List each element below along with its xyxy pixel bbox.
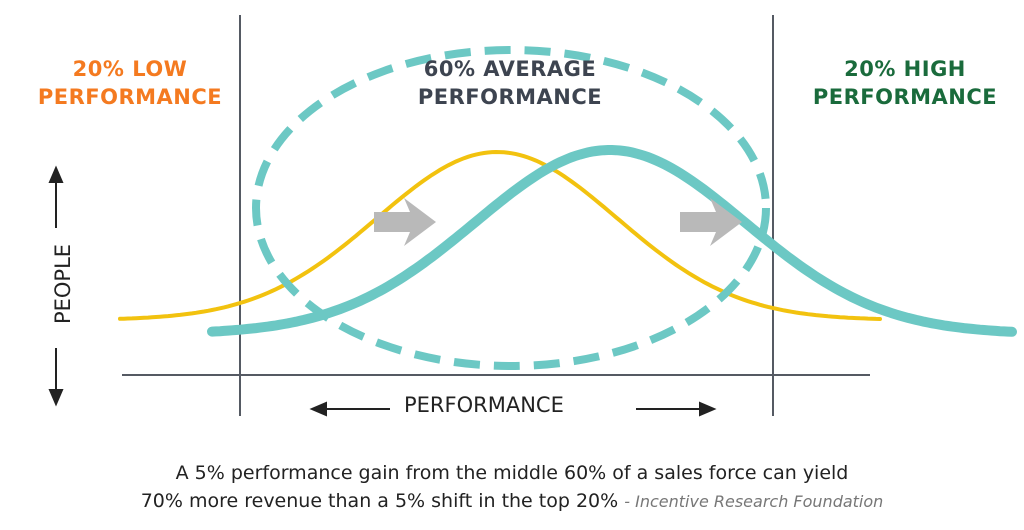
high-label-line2: PERFORMANCE	[812, 85, 998, 109]
low-label-line2: PERFORMANCE	[37, 85, 223, 109]
average-label-line2: PERFORMANCE	[417, 85, 603, 109]
current-distribution-curve	[118, 149, 882, 321]
people-axis-arrow-icon	[48, 165, 64, 407]
average-label-line1: 60% AVERAGE	[423, 57, 597, 81]
middle-60-ellipse	[252, 46, 770, 370]
performance-axis-arrow-icon	[309, 401, 717, 417]
low-label-line1: 20% LOW	[72, 57, 188, 81]
caption-line2: 70% more revenue than a 5% shift in the …	[0, 488, 1024, 515]
shift-arrow-icon	[680, 198, 742, 246]
caption-line1: A 5% performance gain from the middle 60…	[175, 462, 849, 484]
high-performance-label: 20% HIGH PERFORMANCE	[805, 55, 1005, 111]
average-performance-label: 60% AVERAGE PERFORMANCE	[390, 55, 630, 111]
shifted-distribution-curve	[207, 145, 1017, 337]
low-performance-label: 20% LOW PERFORMANCE	[30, 55, 230, 111]
x-axis-label: PERFORMANCE	[404, 393, 564, 417]
high-label-line1: 20% HIGH	[844, 57, 966, 81]
shift-arrow-icon	[374, 198, 436, 246]
caption-line2-text: 70% more revenue than a 5% shift in the …	[140, 490, 619, 512]
y-axis-label: PEOPLE	[51, 243, 75, 325]
caption-source: - Incentive Research Foundation	[624, 492, 884, 511]
